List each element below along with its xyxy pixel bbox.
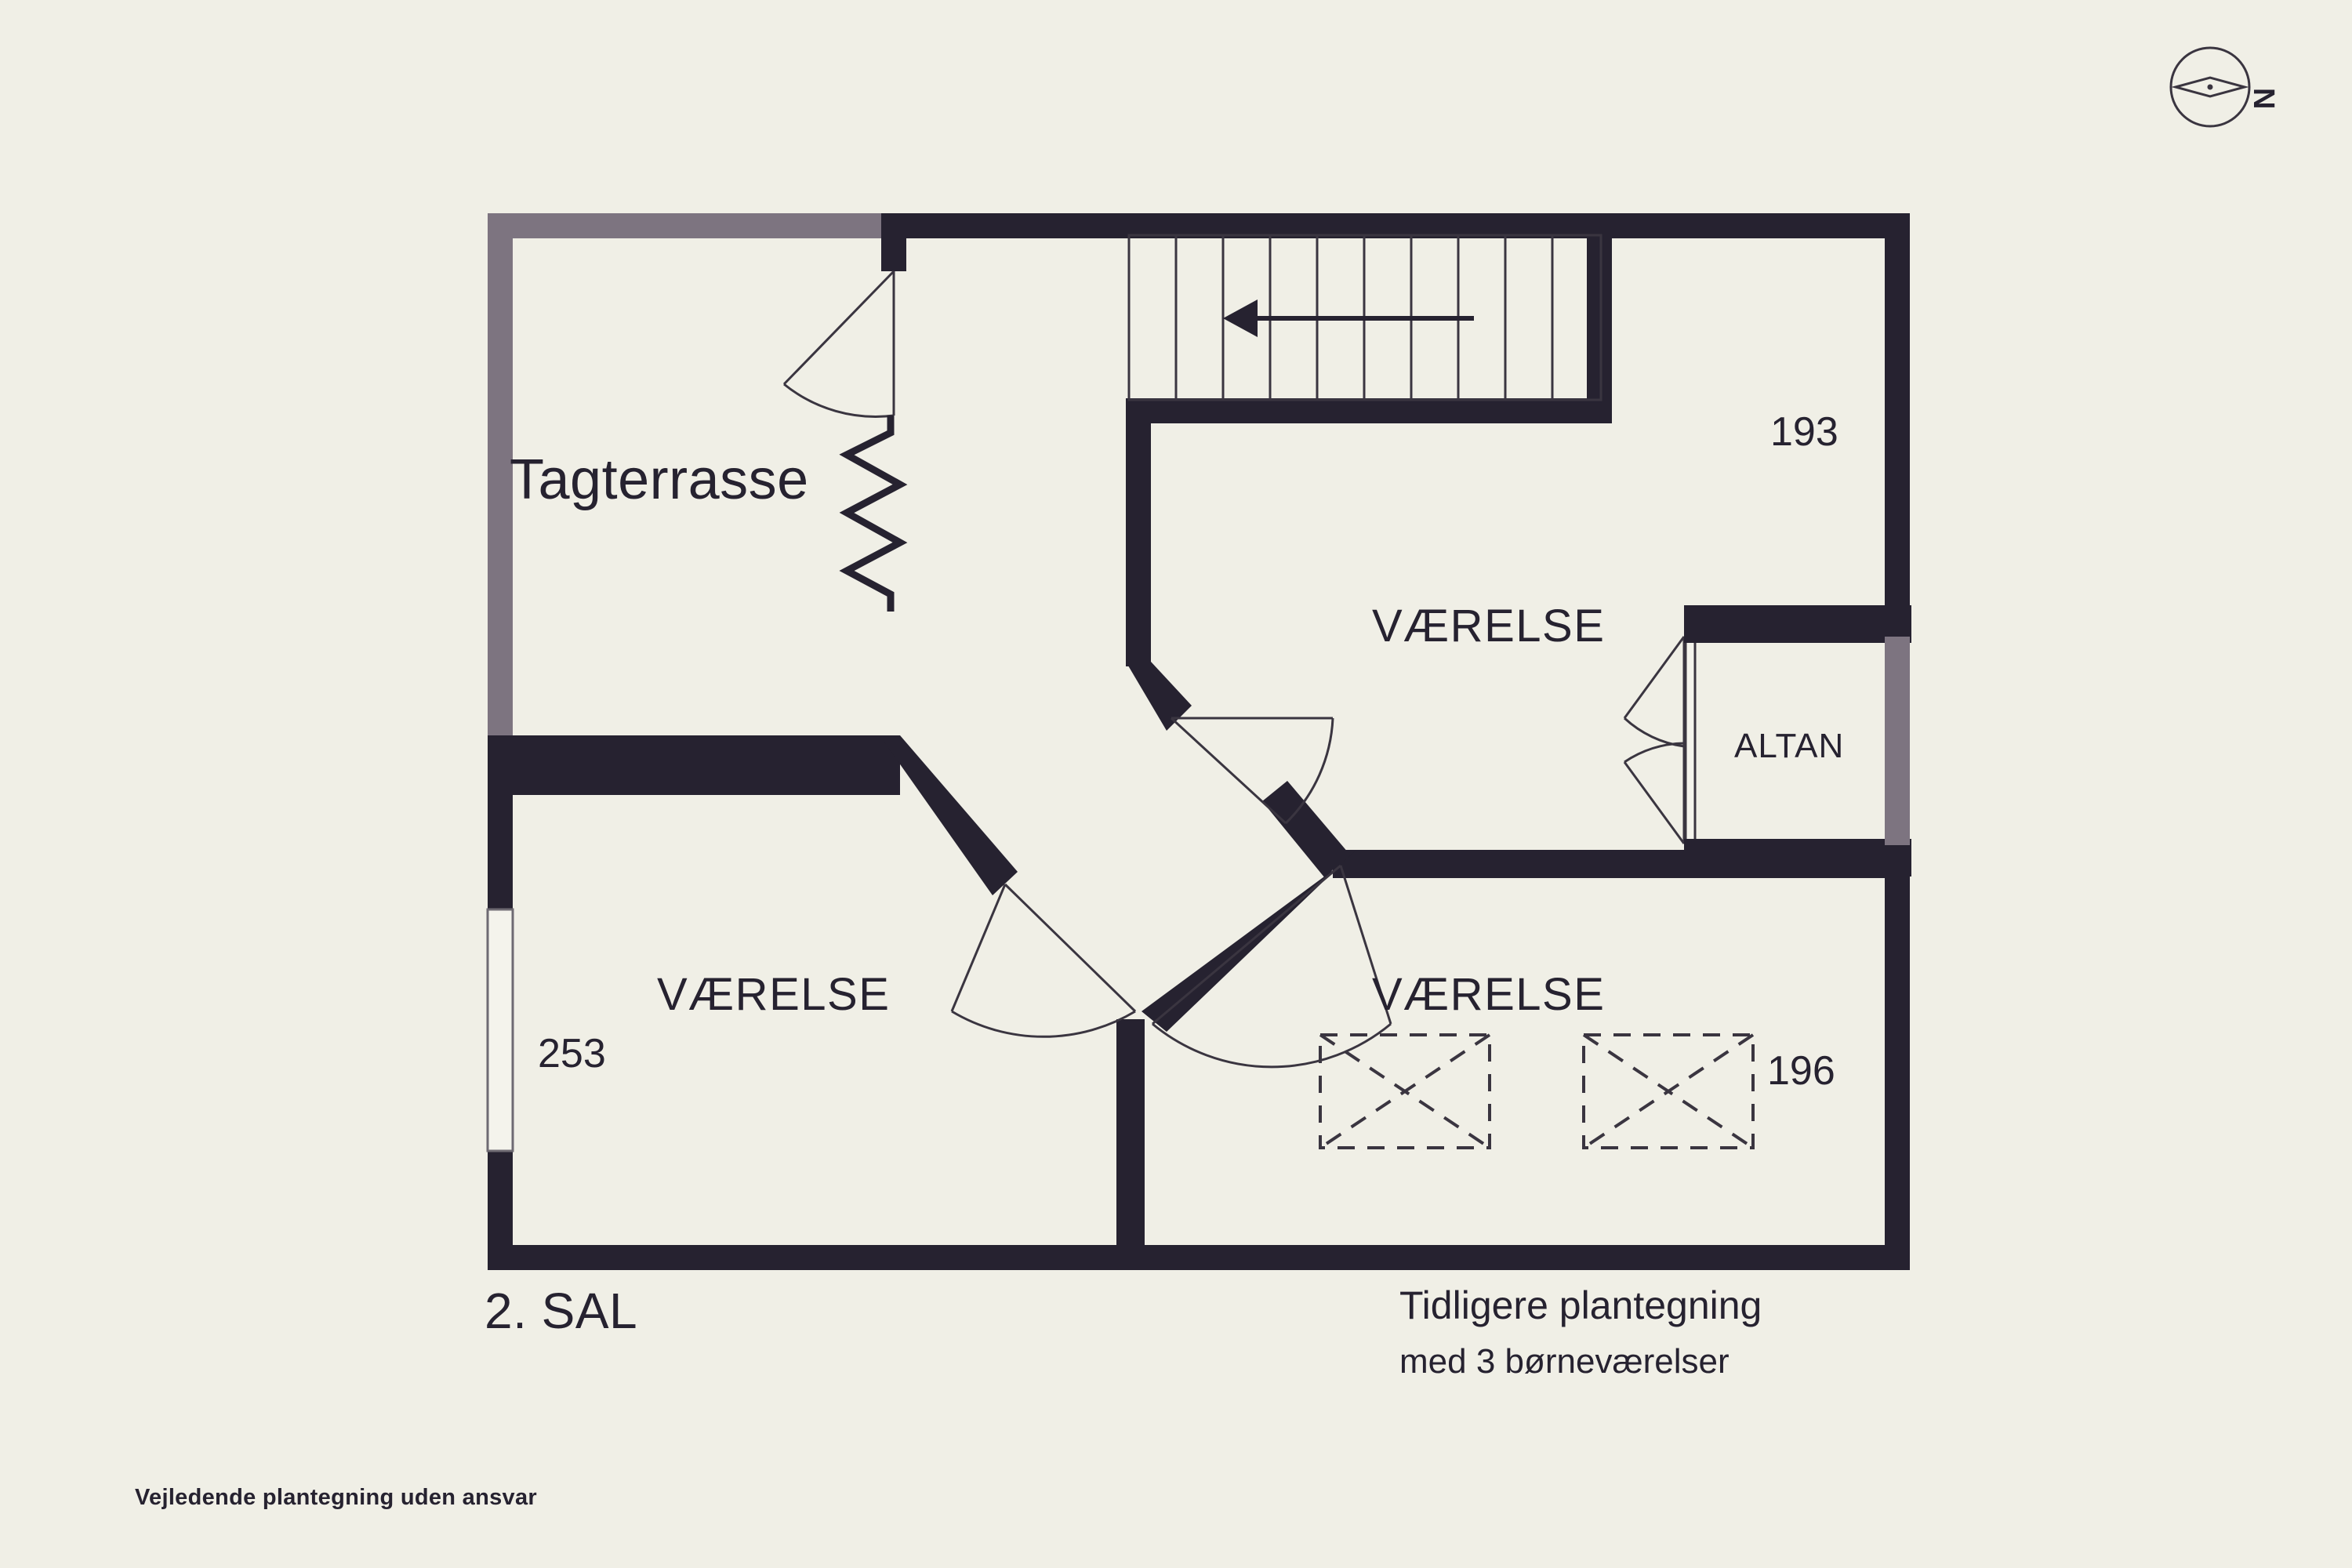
room-label-vaerelse-left: VÆRELSE [657, 969, 891, 1020]
area-number-top-right: 193 [1770, 409, 1838, 455]
disclaimer-footer: Vejledende plantegning uden ansvar [135, 1485, 537, 1510]
compass-rose-icon [2169, 45, 2252, 129]
hall-diagonal-walls [880, 662, 1910, 1254]
skylight-right [1582, 1033, 1755, 1149]
door-altan-upper [1623, 636, 1686, 748]
plan-note-main: Tidligere plantegning [1399, 1283, 1762, 1327]
window-left-wall [486, 908, 514, 1152]
room-label-vaerelse-right: VÆRELSE [1372, 969, 1606, 1020]
door-altan-lower [1623, 742, 1686, 844]
terrace-walls [488, 213, 891, 742]
door-hall-left [950, 883, 1137, 1038]
altan-door-panel [1684, 635, 1697, 847]
outer-walls [488, 213, 1910, 1270]
plan-note-sub: med 3 børneværelser [1399, 1342, 1730, 1381]
stair-enclosure-walls [881, 213, 1612, 666]
door-hall-right [1152, 864, 1392, 1069]
door-terrace [782, 270, 895, 418]
terrace-divider-wall [488, 735, 900, 795]
area-number-bottom-right: 196 [1767, 1048, 1835, 1094]
break-line-zigzag [839, 416, 908, 612]
stairs [1127, 234, 1602, 401]
skylight-left [1319, 1033, 1491, 1149]
floor-title: 2. SAL [485, 1283, 638, 1339]
room-label-tagterrasse: Tagterrasse [510, 448, 809, 511]
altan-structure [1684, 605, 1911, 877]
room-label-vaerelse-top: VÆRELSE [1372, 601, 1606, 652]
area-number-bottom-left: 253 [538, 1031, 606, 1076]
door-swings [782, 270, 1686, 1069]
room-label-altan: ALTAN [1734, 727, 1845, 765]
compass-north-label: N [2247, 88, 2280, 110]
stair-direction-arrow [1223, 299, 1474, 337]
door-hall-upper [1170, 717, 1334, 825]
